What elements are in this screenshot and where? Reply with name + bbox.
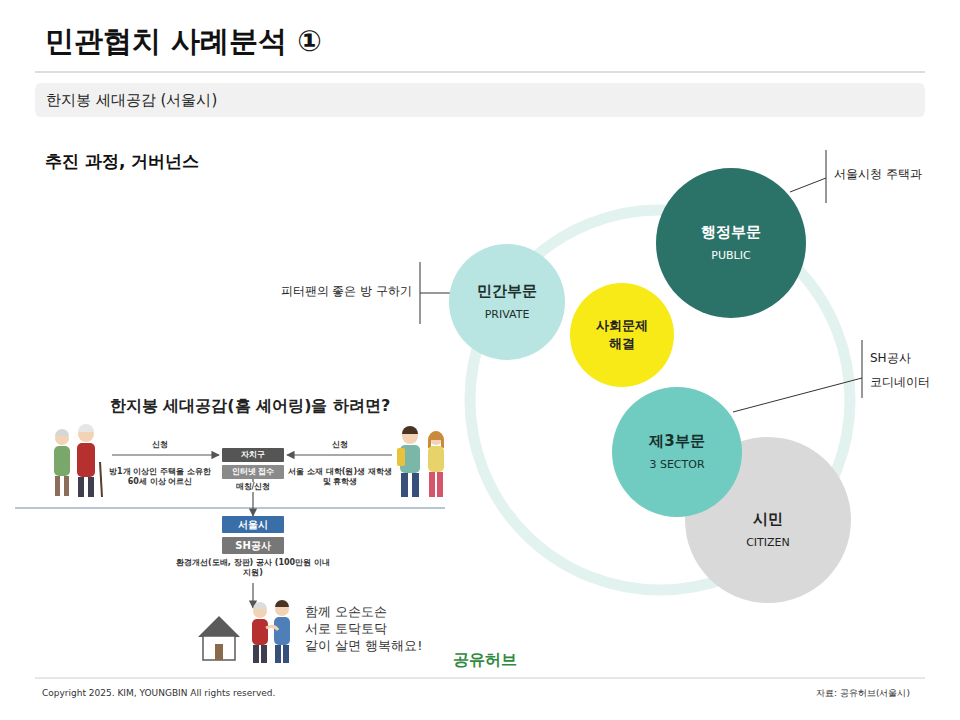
citizen-circle: 시민 CITIZEN: [685, 437, 851, 603]
callout-text: 서울시청 주택과: [834, 167, 949, 183]
arrow-label: 신청: [140, 440, 180, 450]
process-box: 인터넷 접수: [222, 465, 284, 479]
elderly-couple: [54, 424, 102, 497]
node-content: 행정부문 PUBLIC: [656, 168, 806, 318]
node-heading: 한지봉 세대공감 (서울시): [46, 90, 217, 110]
node-heading: 자치구: [241, 450, 265, 461]
source-note: 자료: 공유허브(서울시): [740, 688, 910, 700]
applicant-note: 방1개 이상인 주택을 소유한 60세 이상 어르신: [108, 467, 212, 488]
step-note: 매칭/신청: [223, 482, 283, 492]
house: [198, 616, 240, 660]
node-heading: 서울시: [238, 518, 268, 532]
node-content: 사회문제 해결: [570, 283, 674, 387]
node-heading: SH공사: [235, 539, 271, 553]
ground-line: [15, 507, 445, 509]
node-heading: 민간부문: [477, 281, 537, 301]
node-content: 한지봉 세대공감 (서울시): [35, 83, 925, 117]
callout-text: 피터팬의 좋은 방 구하기: [242, 284, 412, 300]
page-title: 민관협치 사례분석 ①: [45, 22, 322, 62]
copyright: Copyright 2025. KIM, YOUNGBIN All rights…: [42, 688, 462, 700]
slogan-line: 서로 토닥토닥: [305, 621, 455, 638]
support-note: 환경개선(도배, 장판) 공사 (100만원 이내 지원): [168, 558, 338, 579]
node-content: 민간부문 PRIVATE: [449, 244, 565, 360]
process-box: 자치구: [222, 448, 284, 462]
section-heading: 추진 과정, 거버넌스: [45, 150, 365, 172]
circle-shape: [570, 283, 674, 387]
logo-text: 공유허브: [445, 650, 525, 671]
students: [397, 426, 444, 497]
sector-circle: 제3부문 3 SECTOR: [612, 387, 742, 517]
circle-shape: [685, 437, 851, 603]
footer-rule: [35, 678, 925, 679]
node-heading: 시민: [753, 509, 783, 529]
node-subtext: PRIVATE: [485, 308, 530, 323]
node-content: 제3부문 3 SECTOR: [612, 387, 742, 517]
node-subtext: 3 SECTOR: [649, 458, 704, 473]
node-content: 서울시: [222, 516, 284, 533]
circle-fill: [570, 283, 674, 387]
goal-circle: 사회문제 해결: [570, 283, 674, 387]
circle-fill: [685, 437, 851, 603]
process-box: SH공사: [222, 537, 284, 554]
section-band: 한지봉 세대공감 (서울시): [35, 83, 925, 117]
title-rule: [35, 72, 925, 73]
node-subtext: PUBLIC: [711, 249, 750, 264]
apply-arrows: [112, 455, 392, 608]
node-subtext: CITIZEN: [746, 536, 790, 551]
node-content: SH공사: [222, 537, 284, 554]
leader-lines: [420, 150, 862, 412]
callout-text: SH공사 코디네이터: [870, 346, 936, 394]
governance-ring: [470, 210, 850, 590]
circle-shape: [612, 387, 742, 517]
arrow-label: 신청: [320, 440, 360, 450]
node-content: 자치구: [222, 448, 284, 462]
node-heading: 제3부문: [649, 431, 704, 451]
slogan-line: 같이 살면 행복해요!: [305, 638, 455, 655]
node-heading: 행정부문: [701, 222, 761, 242]
slogan-line: 함께 오손도손: [305, 604, 455, 621]
node-heading: 사회문제 해결: [582, 317, 662, 352]
hugging-people: [252, 600, 290, 663]
circle-shape: [656, 168, 806, 318]
illustration-heading: 한지봉 세대공감(홈 셰어링)을 하려면?: [50, 396, 450, 417]
circle-fill: [449, 244, 565, 360]
process-box: 서울시: [222, 516, 284, 533]
sector-circle: 행정부문 PUBLIC: [656, 168, 806, 318]
node-heading: 인터넷 접수: [232, 467, 275, 478]
circle-fill: [612, 387, 742, 517]
applicant-note: 서울 소재 대학(원)생 재학생 및 휴학생: [288, 467, 392, 488]
circle-shape: [449, 244, 565, 360]
node-content: 시민 CITIZEN: [685, 447, 851, 613]
circle-fill: [656, 168, 806, 318]
node-content: 인터넷 접수: [222, 465, 284, 479]
flow-arrow: [252, 479, 253, 516]
sector-circle: 민간부문 PRIVATE: [449, 244, 565, 360]
